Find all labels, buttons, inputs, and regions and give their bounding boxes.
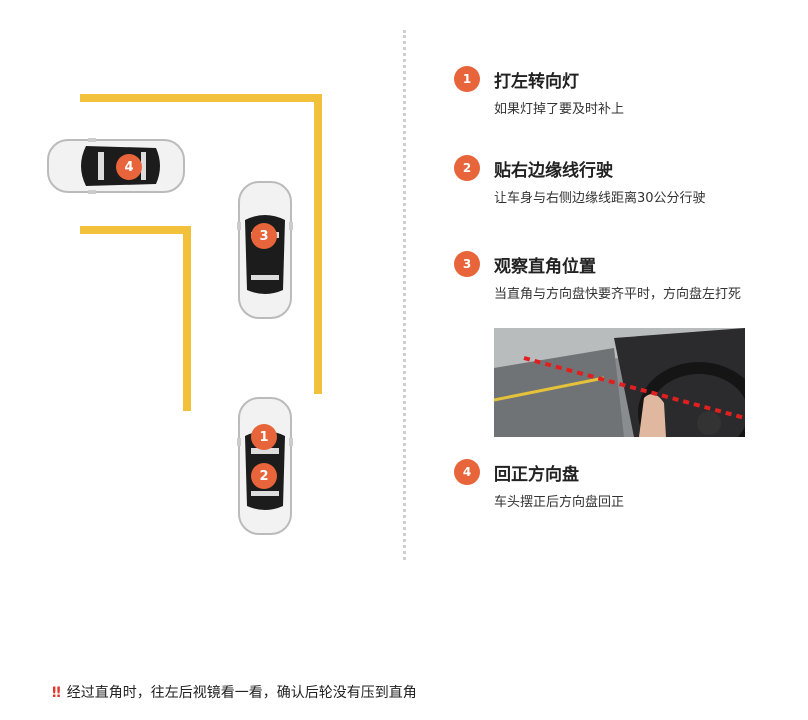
outer-lane-right bbox=[314, 94, 322, 394]
double-exclamation-icon: ‼ bbox=[52, 685, 61, 701]
dotted-divider bbox=[403, 30, 406, 560]
step-description: 车头摆正后方向盘回正 bbox=[494, 495, 625, 510]
outer-lane-top bbox=[80, 94, 322, 102]
step-number-badge: 3 bbox=[454, 251, 480, 277]
car-badge-4: 4 bbox=[116, 154, 142, 180]
step-description: 让车身与右侧边缘线距离30公分行驶 bbox=[494, 191, 706, 206]
step-title: 打左转向灯 bbox=[494, 72, 579, 92]
step-description: 当直角与方向盘快要齐平时，方向盘左打死 bbox=[494, 287, 742, 302]
step-number-badge: 4 bbox=[454, 459, 480, 485]
inner-lane-top bbox=[80, 226, 191, 234]
step-number-badge: 1 bbox=[454, 66, 480, 92]
step-title: 回正方向盘 bbox=[494, 465, 579, 485]
car-badge-2: 2 bbox=[251, 463, 277, 489]
car-badge-3: 3 bbox=[251, 223, 277, 249]
car-badge-1: 1 bbox=[251, 424, 277, 450]
steering-view-photo bbox=[494, 328, 745, 437]
warning-note: ‼ 经过直角时，往左后视镜看一看，确认后轮没有压到直角 bbox=[52, 682, 417, 702]
warning-text: 经过直角时，往左后视镜看一看，确认后轮没有压到直角 bbox=[66, 685, 417, 701]
step-description: 如果灯掉了要及时补上 bbox=[494, 102, 625, 117]
step-title: 贴右边缘线行驶 bbox=[494, 161, 613, 181]
inner-lane-right bbox=[183, 226, 191, 411]
step-number-badge: 2 bbox=[454, 155, 480, 181]
step-title: 观察直角位置 bbox=[494, 257, 596, 277]
car-position-3 bbox=[237, 181, 293, 319]
